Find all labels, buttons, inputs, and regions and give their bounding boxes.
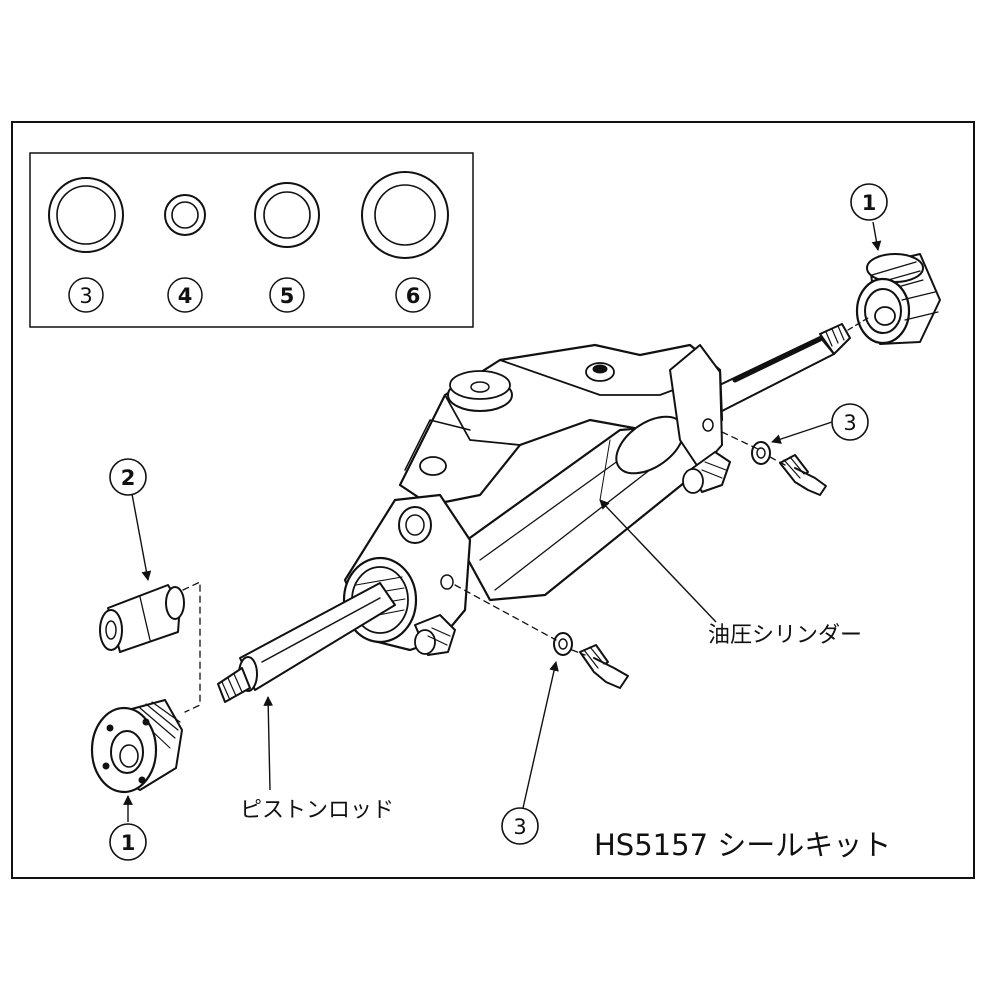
bushing (99, 584, 185, 653)
legend-box (29, 152, 474, 328)
washer-right (751, 441, 771, 465)
callout-leaders (123, 221, 882, 822)
bleed-screw-right (779, 454, 827, 496)
rod-end-cap-left (90, 699, 183, 794)
seal-legend: 3 4 5 6 (29, 152, 474, 328)
callout-1-right: 1 (850, 183, 888, 221)
svg-text:5: 5 (280, 284, 295, 308)
svg-text:2: 2 (121, 466, 136, 490)
legend-badge-4: 4 (167, 277, 203, 313)
diagram-title: HS5157 シールキット (594, 828, 891, 862)
right-end-block (669, 344, 731, 494)
callout-3-right: 3 (831, 403, 869, 441)
seal-ring-3 (48, 177, 124, 253)
cylinder-assembly (90, 253, 941, 794)
mounting-bracket (398, 343, 724, 507)
svg-text:3: 3 (513, 815, 526, 839)
svg-text:4: 4 (178, 284, 193, 308)
assembly-line-right (721, 431, 786, 466)
assembly-line-right-rod (847, 317, 869, 331)
left-piston-rod (217, 582, 396, 703)
right-rod (704, 323, 851, 413)
assembly-line-bottom (454, 584, 586, 656)
seal-ring-6 (361, 171, 449, 259)
callout-3-bottom: 3 (501, 807, 539, 845)
legend-badge-3: 3 (68, 277, 104, 313)
svg-text:3: 3 (843, 411, 856, 435)
svg-text:1: 1 (862, 191, 877, 215)
bleed-screw-bottom (579, 644, 629, 689)
label-piston-rod: ピストンロッド (240, 798, 394, 823)
svg-text:6: 6 (406, 284, 421, 308)
rod-end-cap-right (855, 253, 941, 345)
seal-ring-4 (164, 194, 206, 236)
washer-bottom (553, 632, 573, 656)
outer-frame (11, 121, 975, 879)
callout-2: 2 (109, 458, 147, 496)
legend-badge-5: 5 (269, 277, 305, 313)
callout-1-left: 1 (109, 823, 147, 861)
svg-text:3: 3 (79, 284, 92, 308)
svg-text:1: 1 (121, 831, 136, 855)
left-end-block (342, 493, 472, 656)
assembly-line-left (182, 581, 201, 713)
label-hydraulic-cylinder: 油圧シリンダー (708, 623, 862, 648)
seal-ring-5 (254, 182, 320, 248)
legend-badge-6: 6 (395, 277, 431, 313)
